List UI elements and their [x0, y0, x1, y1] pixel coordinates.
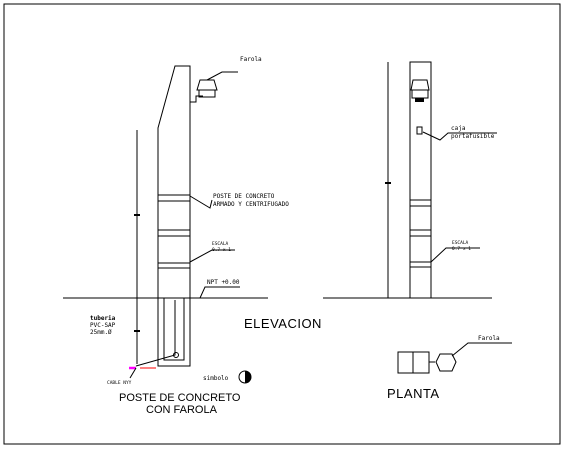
elevacion-label: ELEVACION — [244, 316, 322, 331]
left-dimension — [134, 130, 140, 364]
tag-label-right-2: 0.7 x 1 — [452, 246, 471, 252]
npt-label: NPT +0.00 — [207, 279, 240, 286]
right-elevation-pole — [409, 61, 432, 299]
leader-npt — [199, 286, 240, 299]
poste-label-line1: POSTE DE CONCRETO — [213, 193, 275, 200]
tuberia-label-3: 25mm.Ø — [90, 329, 112, 336]
farola-label-right: Farola — [478, 335, 500, 342]
leader-tag-left — [189, 249, 235, 263]
caja-label-2: portafusible — [451, 133, 495, 140]
leader-cable — [129, 367, 137, 379]
sheet-border — [3, 3, 561, 445]
simbolo-label: simbolo — [203, 375, 229, 382]
leader-farola-right — [451, 342, 512, 357]
caja-label-1: caja — [451, 125, 466, 132]
cable-label: CABLE NYY — [107, 380, 132, 386]
planta-plan-view — [397, 351, 457, 374]
leader-tag-right — [430, 247, 480, 263]
poste-label-line2: ARMADO Y CENTRIFUGADO — [213, 201, 289, 208]
tag-label-left-2: 0.7 x 1 — [212, 247, 231, 253]
farola-label-left: Farola — [240, 56, 262, 63]
right-dimension — [385, 62, 391, 298]
title-line2: CON FAROLA — [146, 404, 218, 416]
tag-label-left: ESCALA — [212, 241, 229, 247]
leader-farola-left — [206, 71, 238, 81]
leader-poste — [189, 195, 213, 209]
simbolo-icon — [238, 370, 252, 384]
planta-label: PLANTA — [387, 386, 440, 401]
left-elevation-pole — [135, 65, 218, 367]
tuberia-label-1: tuberia — [90, 315, 116, 322]
title-line1: POSTE DE CONCRETO — [119, 392, 241, 404]
tuberia-label-2: PVC-SAP — [90, 322, 116, 329]
tag-label-right: ESCALA — [452, 240, 469, 246]
leader-caja — [422, 131, 497, 141]
